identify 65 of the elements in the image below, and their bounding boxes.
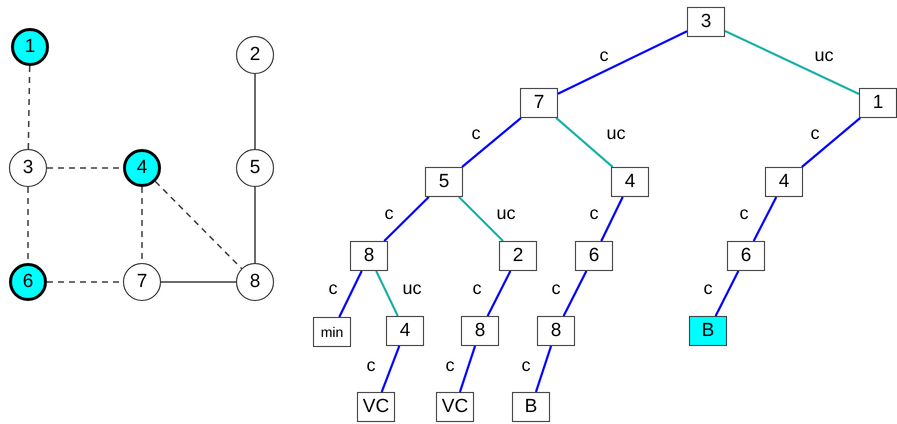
graph-vertex-circle: 6: [9, 263, 47, 301]
tree-node-box: 8: [350, 241, 388, 271]
edge-label: c: [472, 279, 482, 297]
tree-branch-line: [458, 196, 504, 242]
tree-branch-line: [383, 196, 430, 242]
tree-branch-line: [375, 270, 399, 316]
tree-branch-line: [562, 270, 588, 316]
graph-edge-line: [254, 187, 256, 263]
graph-edge-line: [28, 66, 30, 150]
tree-node-box: 5: [425, 167, 463, 197]
tree-branch-line: [380, 346, 400, 392]
edge-label: c: [704, 279, 712, 297]
tree-node-box: 8: [461, 316, 499, 346]
graph-vertex-circle: 8: [236, 263, 274, 301]
tree-branch-line: [556, 117, 614, 168]
tree-node-box: min: [313, 317, 351, 347]
edge-label: c: [552, 279, 560, 297]
graph-edge-line: [154, 180, 242, 270]
edge-label: c: [590, 204, 598, 222]
edge-label: uc: [814, 46, 834, 64]
graph-edge-line: [161, 281, 236, 283]
tree-branch-line: [458, 346, 476, 392]
edge-label: c: [472, 124, 480, 142]
tree-node-box: 4: [611, 167, 649, 197]
edge-label: c: [446, 356, 454, 374]
edge-label: c: [810, 124, 820, 142]
tree-node-box: VC: [357, 392, 395, 422]
tree-branch-line: [752, 196, 778, 242]
edge-label: c: [522, 356, 530, 374]
tree-node-box: 4: [765, 167, 803, 197]
graph-vertex-circle: 5: [236, 149, 274, 187]
tree-node-box: 8: [537, 316, 575, 346]
tree-node-box: 2: [499, 241, 537, 271]
tree-node-box: VC: [436, 392, 474, 422]
edge-label: c: [366, 356, 376, 374]
tree-node-box: 4: [386, 316, 424, 346]
tree-branch-line: [534, 346, 552, 392]
tree-node-box: B: [689, 316, 727, 346]
graph-vertex-circle: 1: [11, 28, 49, 66]
tree-node-box: 3: [687, 7, 725, 37]
edge-label: uc: [402, 279, 422, 297]
tree-node-box: 1: [859, 88, 897, 118]
tree-branch-line: [338, 270, 363, 318]
edge-label: c: [740, 204, 748, 222]
edge-label: c: [600, 46, 608, 64]
tree-branch-line: [600, 196, 624, 242]
tree-node-box: B: [512, 392, 550, 422]
tree-branch-line: [714, 270, 740, 316]
tree-branch-line: [486, 270, 512, 316]
tree-branch-line: [558, 30, 688, 95]
edge-label: uc: [606, 124, 626, 142]
tree-node-box: 6: [575, 241, 613, 271]
tree-branch-line: [801, 117, 861, 168]
graph-vertex-circle: 3: [9, 149, 47, 187]
graph-vertex-circle: 4: [123, 149, 161, 187]
graph-vertex-circle: 7: [123, 263, 161, 301]
graph-edge-line: [254, 74, 256, 149]
edge-label: c: [384, 204, 394, 222]
edge-label: uc: [496, 204, 516, 222]
graph-vertex-circle: 2: [236, 36, 274, 74]
tree-node-box: 7: [520, 88, 558, 118]
tree-node-box: 6: [727, 241, 765, 271]
tree-branch-line: [724, 30, 860, 96]
tree-branch-line: [461, 117, 522, 168]
edge-label: c: [328, 279, 338, 297]
